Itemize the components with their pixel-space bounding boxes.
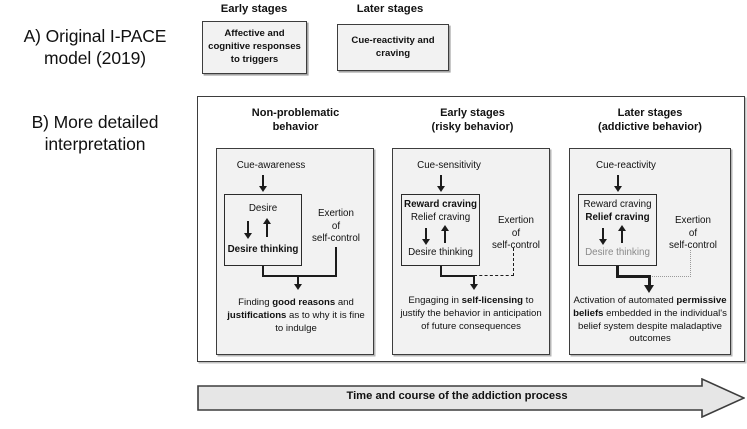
panel-b-column-3-cycle-down-line: [602, 228, 604, 240]
panel-b-column-1-exertion: Exertion of self-control: [305, 208, 367, 246]
panel-b-column-2-cue-arrow-head: [436, 186, 445, 192]
panel-b-column-1-cycle-down-head: [243, 233, 252, 239]
panel-b-column-3-outcome: Activation of automated permissive belie…: [572, 295, 728, 346]
panel-b-column-1-heading: Non-problematic behavior: [213, 106, 378, 134]
panel-b-column-1-cycle-up-head: [262, 218, 271, 224]
panel-b-column-3-exertion: Exertion of self-control: [662, 215, 724, 253]
panel-b-column-1-connector-left-stem: [262, 266, 264, 276]
panel-b-column-3-cycle-up-head: [617, 225, 626, 231]
timeline-arrow-label: Time and course of the addiction process: [346, 390, 568, 402]
panel-b-column-2-outcome-text: Engaging in self-licensing to justify th…: [400, 295, 542, 332]
panel-b-column-3-inner-box: Reward craving Relief craving: [578, 194, 657, 266]
panel-b-column-3-inner-line3: Desire thinking: [585, 247, 650, 258]
panel-b-column-2-inner-line3: Desire thinking: [408, 247, 473, 258]
panel-b-column-1-cue-arrow-line: [262, 175, 264, 187]
panel-b-column-1-exertion-line2: of: [331, 220, 341, 232]
panel-b-column-3-heading-line1: Later stages: [617, 107, 683, 119]
panel-b-column-2-connector-down-stem: [473, 275, 475, 285]
panel-b-column-3-connector-dotted-stem: [690, 250, 691, 277]
panel-b-column-3-inner-line2: Relief craving: [585, 211, 650, 223]
panel-b-column-2-cycle-up-head: [440, 225, 449, 231]
panel-b-column-2-connector-dashed-stem: [513, 248, 514, 276]
panel-a-heading-later-stages: Later stages: [356, 3, 424, 15]
panel-b-column-2-cue: Cue-sensitivity: [417, 160, 481, 171]
panel-b-column-1-connector-bar: [262, 275, 337, 277]
panel-b-column-1-cue: Cue-awareness: [236, 160, 306, 171]
panel-a-heading-early-stages: Early stages: [220, 3, 288, 15]
panel-b-column-3-heading: Later stages (addictive behavior): [566, 106, 734, 134]
panel-b-column-3-cycle-down-head: [598, 239, 607, 245]
panel-b-column-1-connector-arrow-head: [293, 284, 302, 290]
panel-b-column-2-inner-line2: Relief craving: [410, 211, 471, 223]
panel-a-box-later-text: Cue-reactivity and craving: [351, 34, 435, 59]
panel-b-column-3-connector-arrow-head: [643, 285, 654, 293]
panel-b-column-2-connector-bar: [440, 275, 474, 277]
panel-a-label: A) Original I-PACE model (2019): [2, 25, 188, 69]
panel-b-column-1-cycle-up-line: [266, 224, 268, 237]
panel-b-column-3-cue: Cue-reactivity: [596, 160, 656, 171]
panel-b-column-2-exertion-line3: self-control: [492, 240, 540, 252]
panel-b-label: B) More detailed interpretation: [2, 111, 188, 155]
panel-b-column-1-inner-box: Desire: [224, 194, 302, 266]
panel-b-column-2-exertion-line1: Exertion: [498, 215, 534, 226]
panel-b-column-2-inner-line1: Reward craving: [404, 199, 477, 210]
panel-a-label-line1: A) Original I-PACE: [23, 26, 167, 46]
panel-b-column-3-heading-line2: (addictive behavior): [598, 121, 702, 134]
panel-b-column-3-exertion-line3: self-control: [669, 240, 717, 252]
panel-b-column-3-exertion-line1: Exertion: [675, 215, 711, 226]
panel-b-column-3-outcome-text: Activation of automated permissive belie…: [573, 295, 727, 345]
panel-b-column-2-heading-line1: Early stages: [440, 107, 505, 119]
timeline-arrow: [197, 378, 745, 418]
panel-b-column-3-inner-line1: Reward craving: [583, 199, 652, 210]
panel-b-column-3-cue-arrow-head: [613, 186, 622, 192]
panel-b-column-3-exertion-line2: of: [688, 227, 698, 239]
panel-b-column-1-connector-down-stem: [297, 275, 299, 285]
panel-b-column-3-connector-left-stem: [616, 266, 619, 277]
panel-b-column-1-heading-line1: Non-problematic: [251, 107, 340, 119]
panel-b-column-1-connector-right-stem: [335, 247, 337, 276]
panel-a-box-early-stages: Affective and cognitive responses to tri…: [202, 21, 307, 74]
panel-b-column-1-cue-arrow-head: [258, 186, 267, 192]
panel-b-column-2-heading: Early stages (risky behavior): [390, 106, 555, 134]
panel-b-column-3-connector-bar: [616, 275, 650, 278]
panel-a-box-later-stages: Cue-reactivity and craving: [337, 24, 449, 71]
panel-b-label-line1: B) More detailed: [31, 112, 159, 132]
panel-b-column-3-cue-arrow-line: [617, 175, 619, 187]
panel-b-column-2-inner-box: Reward craving Relief craving: [401, 194, 480, 266]
panel-b-column-2-exertion-line2: of: [511, 227, 521, 239]
panel-b-column-2-heading-line2: (risky behavior): [431, 121, 514, 134]
panel-b-column-1-outcome: Finding good reasons and justifications …: [222, 297, 370, 335]
panel-b-column-1-heading-line2: behavior: [272, 121, 319, 134]
panel-b-column-1-inner-line3: Desire thinking: [227, 244, 299, 255]
panel-b-column-3-connector-dotted-bar: [650, 276, 691, 277]
panel-a-label-line2: model (2019): [44, 48, 146, 69]
panel-b-column-2-connector-arrow-head: [469, 284, 478, 290]
panel-b-column-2-cycle-down-line: [425, 228, 427, 240]
panel-b-column-2-cue-arrow-line: [440, 175, 442, 187]
panel-b-column-2-connector-left-stem: [440, 266, 442, 276]
panel-b-column-2-outcome: Engaging in self-licensing to justify th…: [396, 295, 546, 333]
panel-b-column-1-exertion-line1: Exertion: [318, 208, 354, 219]
panel-b-column-1-inner-line1: Desire: [248, 203, 278, 214]
panel-b-column-1-outcome-text: Finding good reasons and justifications …: [227, 297, 365, 334]
panel-b-column-2-cycle-down-head: [421, 239, 430, 245]
panel-b-column-3-cycle-up-line: [621, 231, 623, 243]
panel-b-column-2-exertion: Exertion of self-control: [485, 215, 547, 253]
panel-a-box-early-text: Affective and cognitive responses to tri…: [208, 28, 301, 65]
panel-b-column-2-cycle-up-line: [444, 231, 446, 243]
panel-b-column-3-connector-down-stem: [648, 275, 651, 286]
panel-b-column-2-connector-dashed-bar: [474, 275, 514, 276]
panel-b-column-1-cycle-down-line: [247, 221, 249, 234]
panel-b-column-1-exertion-line3: self-control: [312, 233, 360, 245]
panel-b-label-line2: interpretation: [44, 134, 146, 155]
